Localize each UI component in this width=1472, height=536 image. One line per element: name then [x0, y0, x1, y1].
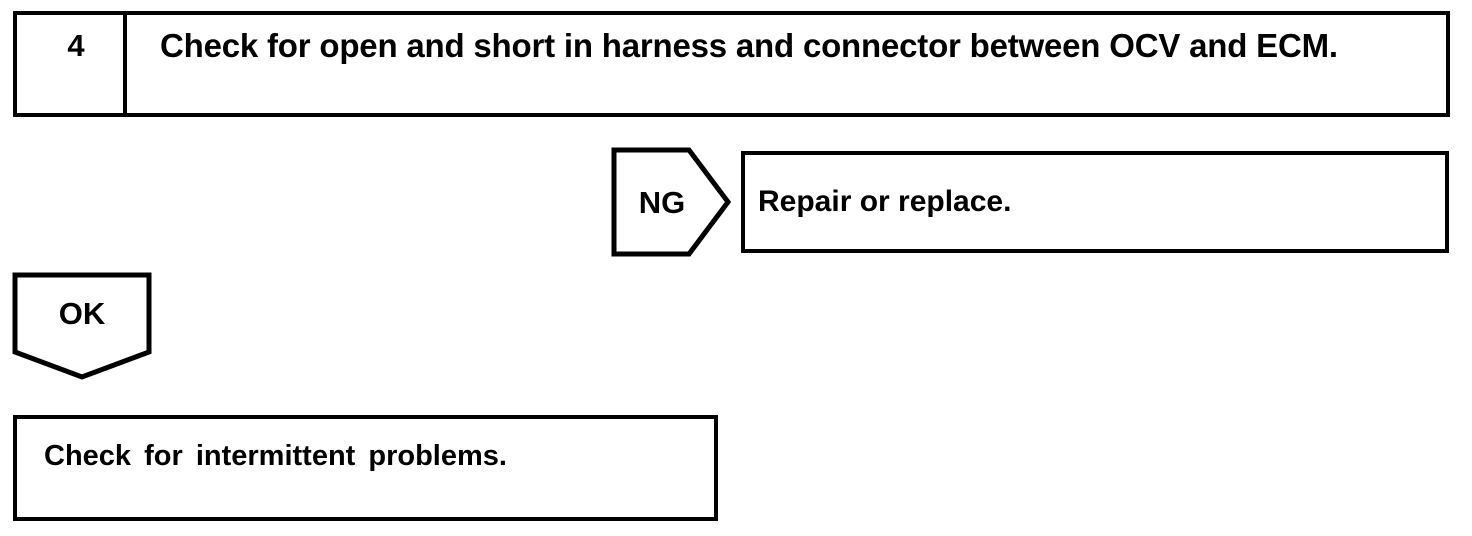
ok-action-box: Check for intermittent problems.	[13, 415, 718, 521]
ok-action-text: Check for intermittent problems.	[44, 440, 507, 472]
ng-pentagon-icon	[611, 147, 732, 257]
ok-branch-label: OK	[58, 295, 106, 331]
step-instruction: Check for open and short in harness and …	[160, 27, 1338, 64]
ng-branch-label: NG	[638, 184, 686, 220]
ng-action-text: Repair or replace.	[758, 185, 1012, 218]
ng-branch: NG	[611, 146, 733, 258]
ng-action-box: Repair or replace.	[741, 151, 1449, 253]
step-number: 4	[17, 15, 127, 113]
step-box: 4 Check for open and short in harness an…	[13, 11, 1450, 117]
ok-pentagon-icon	[12, 272, 152, 380]
ok-branch: OK	[11, 271, 153, 381]
